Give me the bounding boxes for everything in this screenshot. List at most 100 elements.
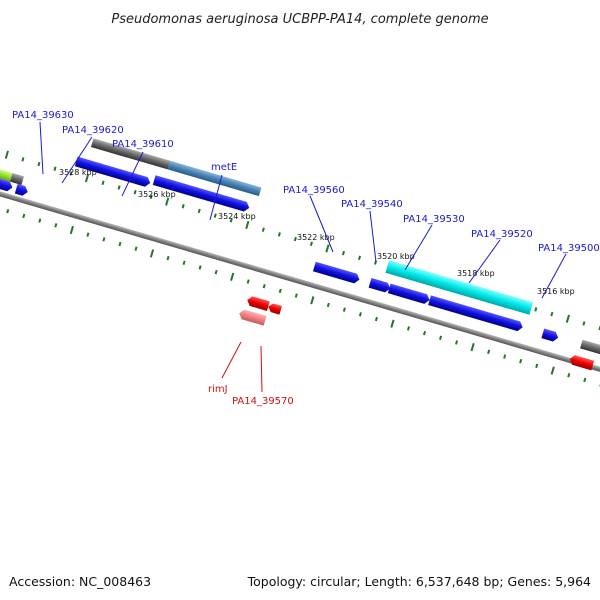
minor-tick <box>54 223 58 228</box>
major-tick <box>565 314 570 323</box>
gene-label-pa14-39610[interactable]: PA14_39610 <box>112 139 174 150</box>
genome-backbone <box>0 161 600 402</box>
minor-tick <box>550 311 554 317</box>
minor-tick <box>567 373 571 378</box>
forward-gene-arrow[interactable] <box>0 177 14 192</box>
reverse-gene-arrow[interactable] <box>246 295 270 311</box>
major-tick <box>84 174 90 183</box>
forward-gene-arrow[interactable] <box>74 156 152 188</box>
minor-tick <box>101 180 105 186</box>
minor-tick <box>439 335 443 340</box>
gene-label-mete[interactable]: metE <box>211 162 237 173</box>
gene-label-pa14-39630[interactable]: PA14_39630 <box>12 110 74 121</box>
gene-label-pa14-39620[interactable]: PA14_39620 <box>62 125 124 136</box>
minor-tick <box>37 161 41 167</box>
minor-tick <box>455 340 459 345</box>
gray-gene-bar[interactable] <box>9 173 24 186</box>
major-tick <box>390 319 395 328</box>
reverse-label-leaders <box>221 341 263 393</box>
minor-tick <box>149 194 153 200</box>
minor-tick <box>134 246 138 251</box>
gene-label-pa14-39570[interactable]: PA14_39570 <box>232 396 294 407</box>
major-tick <box>245 220 250 230</box>
scale-label: 3524 kbp <box>218 212 256 221</box>
minor-tick <box>182 260 186 265</box>
major-tick <box>69 225 74 235</box>
gray-gene-bar[interactable] <box>580 339 600 360</box>
reverse-gene-labels: rimJ PA14_39570 <box>208 384 294 407</box>
minor-tick <box>583 377 587 383</box>
minor-tick <box>309 241 313 246</box>
minor-tick <box>118 241 122 247</box>
major-tick <box>4 150 9 159</box>
gene-label-pa14-39520[interactable]: PA14_39520 <box>471 229 533 240</box>
minor-tick <box>214 269 218 275</box>
minor-tick <box>342 307 346 312</box>
gene-rimj[interactable] <box>238 308 267 326</box>
minor-tick <box>213 213 217 218</box>
minor-tick <box>38 218 42 223</box>
major-tick <box>550 366 555 375</box>
minor-tick <box>535 363 539 369</box>
minor-tick <box>293 236 297 242</box>
minor-tick <box>487 349 491 355</box>
gene-mete[interactable] <box>167 160 262 197</box>
scale-label: 3516 kbp <box>537 287 575 296</box>
forward-gene-arrow[interactable] <box>312 261 361 285</box>
gene-label-pa14-39540[interactable]: PA14_39540 <box>341 199 403 210</box>
scale-label: 3528 kbp <box>59 168 97 177</box>
gene-pa14-39630[interactable] <box>0 167 13 182</box>
major-tick <box>149 249 155 258</box>
gene-label-pa14-39530[interactable]: PA14_39530 <box>403 214 465 225</box>
gene-pa14-39530[interactable] <box>385 260 534 315</box>
minor-tick <box>374 316 378 322</box>
forward-gene-arrow[interactable] <box>0 148 1 169</box>
minor-tick <box>198 265 202 270</box>
minor-tick <box>422 330 427 336</box>
minor-tick <box>503 354 507 359</box>
reverse-gene-arrow[interactable] <box>267 302 282 315</box>
minor-tick <box>534 307 538 312</box>
scale-label: 3526 kbp <box>138 190 176 199</box>
accession-text: Accession: NC_008463 <box>9 574 151 589</box>
minor-tick <box>53 166 57 171</box>
major-tick <box>470 343 475 352</box>
major-tick <box>165 197 170 206</box>
forward-gene-arrow[interactable] <box>152 175 251 212</box>
minor-tick <box>117 185 121 190</box>
minor-tick <box>246 279 250 284</box>
scale-label: 3520 kbp <box>377 252 415 261</box>
minor-tick <box>181 204 185 209</box>
minor-tick <box>519 359 523 364</box>
forward-gene-arrow[interactable] <box>428 295 524 332</box>
minor-tick <box>86 232 90 237</box>
page-title: Pseudomonas aeruginosa UCBPP-PA14, compl… <box>111 12 488 27</box>
forward-gene-arrow[interactable] <box>387 283 431 305</box>
major-tick <box>325 244 330 253</box>
minor-tick <box>6 209 10 214</box>
forward-gene-arrow[interactable] <box>368 277 392 293</box>
forward-gene-arrow[interactable] <box>541 328 559 342</box>
genome-summary-text: Topology: circular; Length: 6,537,648 bp… <box>247 574 591 589</box>
minor-tick <box>357 255 362 261</box>
major-tick <box>310 296 315 305</box>
minor-tick <box>358 312 362 317</box>
minor-tick <box>278 288 282 294</box>
genome-track <box>0 138 600 402</box>
minor-tick <box>102 237 106 242</box>
minor-tick <box>22 213 26 219</box>
minor-tick <box>277 232 281 237</box>
minor-tick <box>582 321 586 326</box>
forward-gene-arrow[interactable] <box>14 183 29 197</box>
minor-tick <box>21 157 25 162</box>
minor-tick <box>341 250 346 256</box>
minor-tick <box>406 326 410 331</box>
forward-label-leaders <box>39 121 567 299</box>
gene-label-rimj[interactable]: rimJ <box>208 384 228 395</box>
gene-label-pa14-39560[interactable]: PA14_39560 <box>283 185 345 196</box>
gene-label-pa14-39500[interactable]: PA14_39500 <box>538 243 600 254</box>
gray-gene-bar[interactable] <box>90 138 171 170</box>
minor-tick <box>229 218 233 223</box>
reverse-gene-arrow[interactable] <box>568 354 595 371</box>
minor-tick <box>133 189 137 195</box>
